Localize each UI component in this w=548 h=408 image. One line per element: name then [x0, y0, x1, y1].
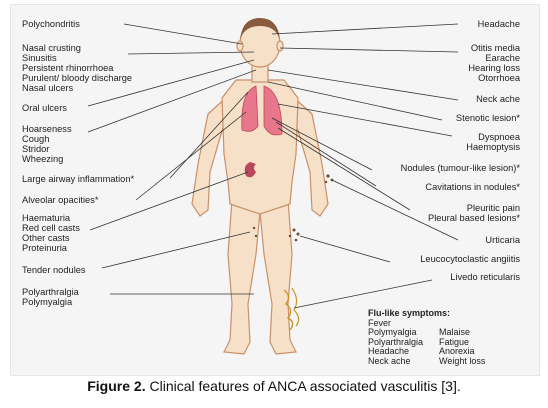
label-stridor: Stridor [22, 144, 50, 154]
label-cavitations: Cavitations in nodules* [425, 182, 520, 192]
flu-col-2: Malaise Fatigue Anorexia Weight loss [439, 319, 485, 367]
label-otorrhoea: Otorrhoea [478, 73, 520, 83]
skin-lesions [252, 174, 334, 242]
label-dyspnoea: Dyspnoea [478, 132, 520, 142]
label-sinusitis: Sinusitis [22, 53, 57, 63]
label-rhinorrhoea: Persistent rhinorrhoea [22, 63, 114, 73]
label-nodules: Nodules (tumour-like lesion)* [400, 163, 520, 173]
flu-like-symptoms: Flu-like symptoms: Fever Polymyalgia Pol… [368, 308, 485, 367]
label-airway-group: Hoarseness Cough Stridor Wheezing [22, 124, 72, 164]
label-polyarthralgia: Polyarthralgia [22, 287, 79, 297]
label-red-cell-casts: Red cell casts [22, 223, 80, 233]
label-oral-ulcers: Oral ulcers [22, 103, 67, 113]
figure-caption: Figure 2. Clinical features of ANCA asso… [0, 378, 548, 394]
label-pleural-lesions: Pleural based lesions* [428, 213, 520, 223]
body-diagram [87, 18, 459, 355]
caption-text: Clinical features of ANCA associated vas… [145, 378, 461, 394]
label-neck-ache: Neck ache [476, 94, 520, 104]
label-renal-group: Haematuria Red cell casts Other casts Pr… [22, 213, 80, 253]
flu-title: Flu-like symptoms: [368, 308, 451, 318]
label-dyspnoea-group: Dyspnoea Haemoptysis [466, 132, 520, 152]
flu-headache: Headache [368, 346, 410, 357]
flu-col-1: Fever Polymyalgia Polyarthralgia Headach… [368, 317, 424, 367]
label-wheezing: Wheezing [22, 154, 64, 164]
flu-polymyalgia: Polymyalgia [368, 327, 417, 338]
leader-lines [87, 23, 459, 309]
label-hoarseness: Hoarseness [22, 124, 72, 134]
label-discharge: Purulent/ bloody discharge [22, 73, 133, 83]
caption-label: Figure 2. [87, 378, 146, 394]
livedo-pattern [283, 289, 294, 331]
label-alveolar: Alveolar opacities* [22, 195, 99, 205]
hair [240, 18, 280, 40]
label-otitis-media: Otitis media [470, 43, 520, 53]
label-tender-nodules: Tender nodules [22, 265, 86, 275]
label-hearing-loss: Hearing loss [468, 63, 520, 73]
label-urticaria: Urticaria [485, 235, 520, 245]
kidney [244, 162, 256, 178]
label-ear-group: Otitis media Earache Hearing loss Otorrh… [468, 43, 520, 83]
label-stenotic-lesion: Stenotic lesion* [455, 113, 520, 123]
label-large-airway: Large airway inflammation* [22, 174, 135, 184]
label-headache: Headache [477, 19, 520, 29]
label-haemoptysis: Haemoptysis [466, 142, 520, 152]
label-joint-group: Polyarthralgia Polymyalgia [22, 287, 79, 307]
label-earache: Earache [485, 53, 520, 63]
flu-fatigue: Fatigue [439, 336, 470, 347]
human-body-figure [191, 20, 329, 355]
flu-polyarthralgia: Polyarthralgia [368, 336, 424, 347]
label-livedo: Livedo reticularis [450, 272, 520, 282]
flu-anorexia: Anorexia [439, 346, 475, 357]
label-other-casts: Other casts [22, 233, 70, 243]
label-haematuria: Haematuria [22, 213, 71, 223]
label-polymyalgia: Polymyalgia [22, 297, 73, 307]
flu-malaise: Malaise [439, 327, 471, 338]
label-pleuritic-pain: Pleuritic pain [466, 203, 520, 213]
label-cough: Cough [22, 134, 50, 144]
label-leucocytoclastic: Leucocytoclastic angiitis [420, 254, 520, 264]
flu-weight-loss: Weight loss [439, 355, 486, 366]
flu-neck-ache: Neck ache [368, 355, 411, 366]
label-nasal-crusting: Nasal crusting [22, 43, 81, 53]
label-pleural-group: Pleuritic pain Pleural based lesions* [428, 203, 520, 223]
flu-fever: Fever [368, 317, 392, 328]
label-nasal-group: Nasal crusting Sinusitis Persistent rhin… [22, 43, 132, 93]
label-polychondritis: Polychondritis [22, 19, 80, 29]
label-nasal-ulcers: Nasal ulcers [22, 83, 74, 93]
label-proteinuria: Proteinuria [22, 243, 67, 253]
